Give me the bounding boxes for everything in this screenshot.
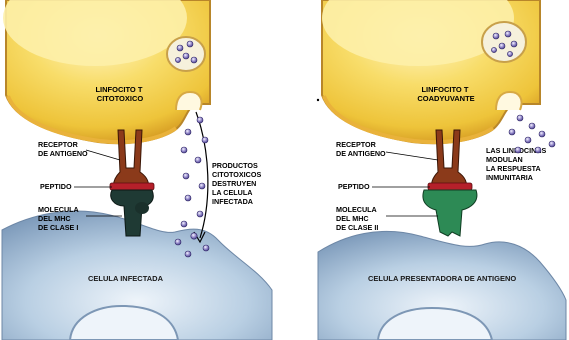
granule-icon [181,147,187,153]
peptide-label-left: PEPTIDO [40,182,72,191]
granule-icon [183,173,189,179]
receptor-label-left: RECEPTOR DE ANTIGENO [38,140,88,158]
granule-icon [517,115,523,121]
granule-icon [185,195,191,201]
granule-icon [185,251,191,257]
granule-icon [197,211,203,217]
granule-icon [197,117,203,123]
apc-label: CELULA PRESENTADORA DE ANTIGENO [368,274,516,283]
peptide-right [428,183,472,190]
granule-icon [499,43,505,49]
granule-icon [493,33,499,39]
granule-icon [525,137,531,143]
lymphokine-vesicle [482,22,526,62]
granule-icon [175,239,181,245]
granule-icon [539,131,545,137]
granule-icon [511,41,517,47]
peptide-label-right: PEPTIDO [338,182,370,191]
left-panel: LINFOCITO T CITOTOXICO RECEPTOR DE ANTIG… [2,0,272,340]
peptide-left [110,183,154,190]
granule-icon [191,57,197,63]
products-label: PRODUCTOS CITOTOXICOS DESTRUYEN LA CELUL… [212,161,263,206]
granule-icon [187,41,193,47]
products-arrow [196,112,208,238]
granule-icon [195,157,201,163]
granule-icon [529,123,535,129]
granule-icon [535,147,541,153]
cytotoxic-t-cell-label: LINFOCITO T CITOTOXICO [95,85,144,103]
receptor-label-right: RECEPTOR DE ANTIGENO [336,140,386,158]
stray-dot [317,99,319,101]
granule-icon [199,183,205,189]
granule-icon [183,53,189,59]
mhc-class-i-b2m [135,202,149,214]
receptor-leader-left [86,150,120,160]
mhc-class-ii [423,190,477,236]
granule-icon [549,141,555,147]
granule-icon [185,129,191,135]
granule-icon [181,221,187,227]
granule-icon [491,47,496,52]
granule-icon [515,147,521,153]
right-panel: LINFOCITO T COADYUVANTE RECEPTOR DE ANTI… [318,0,566,340]
granule-icon [202,137,208,143]
helper-t-cell-label: LINFOCITO T COADYUVANTE [417,85,474,103]
granule-icon [505,31,511,37]
granule-icon [175,57,180,62]
granule-icon [203,245,209,251]
infected-cell-label: CELULA INFECTADA [88,274,164,283]
granule-icon [507,51,512,56]
granule-icon [177,45,183,51]
receptor-leader-right [386,152,438,160]
mhc-label-right: MOLECULA DEL MHC DE CLASE II [336,205,378,232]
granule-icon [509,129,515,135]
granule-icon [191,233,197,239]
